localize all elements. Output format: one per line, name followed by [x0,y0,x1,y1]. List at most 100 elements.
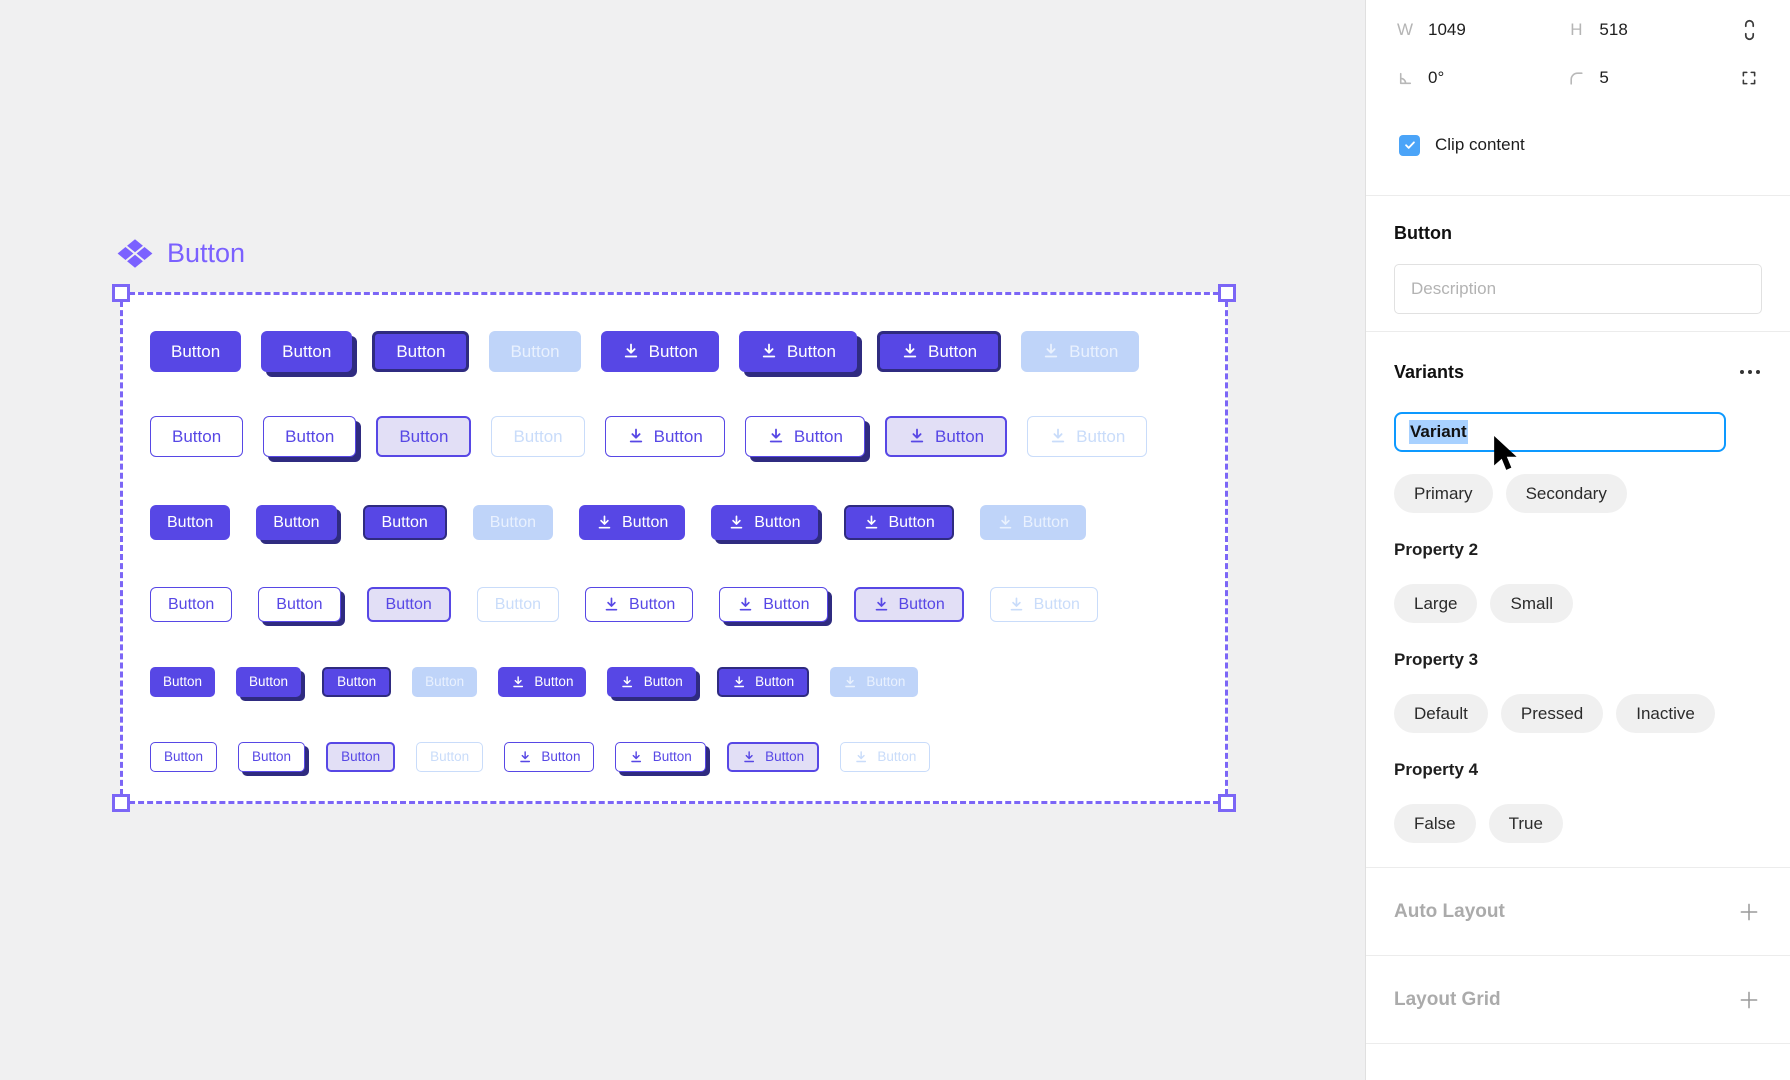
canvas-button-secondary-large-default[interactable]: Button [150,416,244,457]
canvas-button-primary-medium-dark-border[interactable]: Button [362,505,447,540]
variants-more-options-button[interactable] [1738,362,1762,382]
download-icon [903,344,917,358]
button-label: Button [754,513,801,531]
add-layout-grid-button[interactable] [1736,987,1762,1013]
selection-handle-se[interactable] [1218,794,1236,812]
description-input[interactable] [1394,264,1762,314]
button-label: Button [171,342,221,361]
variant-name-input[interactable]: Variant [1394,412,1726,452]
canvas-button-primary-medium-inactive[interactable]: Button [472,505,554,540]
width-value: 1049 [1428,20,1466,39]
canvas-button-secondary-medium-default[interactable]: Button [150,587,233,622]
canvas-button-primary-large-inactive[interactable]: Button [489,331,581,372]
button-row-primary-large: Button Button Button Button Button Button B… [150,331,1225,372]
canvas-button-secondary-medium-shadow[interactable]: Button [258,587,341,622]
canvas-button-secondary-large-inactive[interactable]: Button [491,416,585,457]
button-label: Button [1022,513,1069,531]
button-label: Button [534,674,574,690]
canvas-button-secondary-large-inactive-with-icon[interactable]: Button [1027,416,1148,457]
selection-handle-nw[interactable] [112,284,130,302]
variant-chip-small[interactable]: Small [1490,584,1573,623]
button-label: Button [866,674,906,690]
variant-chip-false[interactable]: False [1394,804,1476,843]
canvas-button-secondary-large-dark-border[interactable]: Button [376,416,472,457]
component-name-heading: Button [1394,223,1452,243]
variant-chip-inactive[interactable]: Inactive [1616,694,1715,733]
canvas-button-primary-small-inactive-with-icon[interactable]: Button [830,667,919,697]
canvas-button-secondary-medium-shadow-with-icon[interactable]: Button [719,587,828,622]
canvas-button-primary-medium-inactive-with-icon[interactable]: Button [979,505,1086,540]
canvas-button-secondary-large-shadow[interactable]: Button [263,416,357,457]
button-label: Button [163,674,203,690]
canvas-button-secondary-small-default[interactable]: Button [150,742,218,772]
canvas-button-secondary-medium-inactive-with-icon[interactable]: Button [989,587,1098,622]
right-sidebar: W 1049 H 518 0° [1365,0,1790,1080]
selection-handle-ne[interactable] [1218,284,1236,302]
canvas-button-secondary-medium-dark-border[interactable]: Button [366,587,451,622]
property1-options: Primary Secondary [1394,474,1762,513]
canvas-button-primary-small-dark-border-with-icon[interactable]: Button [716,667,810,697]
button-label: Button [282,342,332,361]
canvas-button-primary-medium-default[interactable]: Button [150,505,231,540]
canvas-button-primary-large-dark-border[interactable]: Button [372,331,470,372]
canvas-button-primary-large-default[interactable]: Button [150,331,242,372]
height-field[interactable]: H 518 [1565,20,1736,40]
canvas-button-secondary-medium-default-with-icon[interactable]: Button [585,587,694,622]
variant-chip-pressed[interactable]: Pressed [1500,694,1604,733]
canvas-button-secondary-small-inactive-with-icon[interactable]: Button [840,742,931,772]
variant-chip-primary[interactable]: Primary [1394,474,1493,513]
constrain-proportions-button[interactable] [1737,17,1762,43]
canvas-button-primary-small-shadow[interactable]: Button [236,667,302,697]
canvas-button-secondary-small-inactive[interactable]: Button [416,742,484,772]
variant-chip-secondary[interactable]: Secondary [1505,474,1627,513]
canvas-button-primary-medium-shadow[interactable]: Button [256,505,337,540]
component-set-icon [117,239,153,268]
variant-chip-default[interactable]: Default [1394,694,1488,733]
canvas-button-secondary-large-default-with-icon[interactable]: Button [604,416,725,457]
selection-handle-sw[interactable] [112,794,130,812]
canvas-button-secondary-large-shadow-with-icon[interactable]: Button [744,416,865,457]
canvas-button-primary-medium-shadow-with-icon[interactable]: Button [711,505,818,540]
canvas-button-secondary-small-shadow-with-icon[interactable]: Button [615,742,706,772]
canvas-button-secondary-large-dark-border-with-icon[interactable]: Button [884,416,1008,457]
independent-corners-button[interactable] [1737,65,1762,91]
canvas-button-primary-small-dark-border[interactable]: Button [322,667,392,697]
canvas-button-primary-large-dark-border-with-icon[interactable]: Button [876,331,1002,372]
canvas-button-secondary-small-dark-border[interactable]: Button [326,742,396,772]
variant-chip-true[interactable]: True [1488,804,1563,843]
button-label: Button [337,674,377,690]
canvas-button-primary-small-shadow-with-icon[interactable]: Button [607,667,696,697]
canvas-button-primary-small-default-with-icon[interactable]: Button [498,667,587,697]
canvas-button-primary-large-shadow[interactable]: Button [261,331,353,372]
canvas-button-secondary-medium-inactive[interactable]: Button [476,587,560,622]
canvas-button-primary-large-default-with-icon[interactable]: Button [600,331,719,372]
clip-content-checkbox[interactable] [1399,134,1420,156]
canvas-button-primary-small-inactive[interactable]: Button [412,667,478,697]
canvas-button-secondary-small-dark-border-with-icon[interactable]: Button [726,742,820,772]
canvas-button-primary-large-shadow-with-icon[interactable]: Button [738,331,857,372]
width-field[interactable]: W 1049 [1394,20,1565,40]
canvas-button-secondary-small-default-with-icon[interactable]: Button [504,742,595,772]
button-row-secondary-small: Button Button Button Button Button Button B… [150,742,1225,772]
canvas-button-primary-medium-dark-border-with-icon[interactable]: Button [843,505,954,540]
download-icon [1044,344,1058,358]
canvas-button-secondary-small-shadow[interactable]: Button [238,742,306,772]
rotation-field[interactable]: 0° [1394,68,1565,88]
canvas-button-primary-large-inactive-with-icon[interactable]: Button [1021,331,1140,372]
canvas-button-secondary-medium-dark-border-with-icon[interactable]: Button [853,587,964,622]
canvas-button-primary-medium-default-with-icon[interactable]: Button [579,505,686,540]
button-label: Button [513,427,563,446]
add-auto-layout-button[interactable] [1736,899,1762,925]
button-label: Button [1069,342,1119,361]
corner-radius-field[interactable]: 5 [1565,68,1736,88]
button-label: Button [643,674,683,690]
property2-options: Large Small [1394,584,1762,623]
canvas-button-primary-small-default[interactable]: Button [150,667,216,697]
component-config-section: Button [1366,196,1790,331]
component-set-title[interactable]: Button [116,238,245,269]
divider [1366,1043,1790,1044]
auto-layout-label: Auto Layout [1394,900,1505,922]
variant-chip-large[interactable]: Large [1394,584,1478,623]
